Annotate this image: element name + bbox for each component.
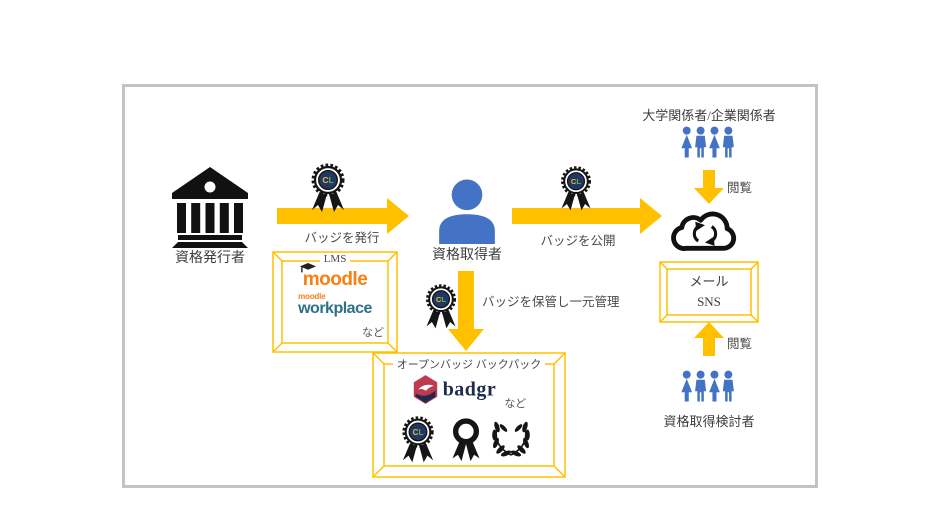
lms-etc-label: など: [362, 327, 384, 339]
channel-mail-label: メール: [689, 274, 729, 289]
backpack-box: オープンバッジ バックパック badgr など: [372, 352, 566, 478]
view-arrow-down: [694, 170, 724, 204]
issue-arrow: [277, 198, 409, 234]
issuer-label: 資格発行者: [175, 251, 245, 266]
award-ribbon-icon: [448, 416, 484, 463]
backpack-etc-label: など: [504, 398, 527, 410]
badgr-logo: badgr など: [372, 374, 566, 410]
backpack-box-title: オープンバッジ バックパック: [392, 359, 546, 371]
channel-box: メール SNS: [659, 261, 759, 323]
person-icon: [439, 179, 495, 244]
view-top-label: 閲覧: [727, 181, 753, 195]
publish-arrow-label: バッジを公開: [540, 234, 616, 248]
cloud-sync-icon: [671, 211, 737, 251]
moodle-logo: moodle: [272, 263, 398, 290]
issue-arrow-label: バッジを発行: [304, 231, 380, 245]
view-arrow-up: [694, 322, 724, 356]
workplace-wordmark: workplace: [298, 300, 372, 317]
badgr-wordmark: badgr: [442, 378, 497, 401]
people-group-icon: [679, 126, 737, 163]
publish-arrow: [512, 198, 662, 234]
viewers-top-label: 大学関係者/企業関係者: [642, 108, 776, 123]
people-group-icon: [679, 370, 737, 407]
moodle-wordmark: moodle: [302, 269, 368, 290]
laurel-wreath-icon: [488, 420, 534, 460]
badgr-hexagon-icon: [413, 375, 437, 404]
moodle-workplace-logo: moodle workplace: [272, 293, 398, 318]
lms-box: LMS moodle moodle workplace など: [272, 251, 398, 353]
channel-sns-label: SNS: [697, 293, 721, 309]
open-badge-cl-icon: [421, 281, 461, 332]
workplace-moodle-small: moodle: [298, 292, 326, 301]
lms-box-title: LMS: [319, 253, 351, 265]
bank-icon: [172, 167, 248, 248]
holder-label: 資格取得者: [432, 248, 502, 263]
store-arrow-label: バッジを保管し一元管理: [482, 295, 620, 309]
graduation-cap-icon: [299, 263, 316, 273]
store-arrow: [448, 271, 484, 351]
open-badge-cl-icon: [306, 160, 350, 216]
view-bottom-label: 閲覧: [727, 337, 753, 351]
viewers-bottom-label: 資格取得検討者: [663, 414, 755, 429]
open-badge-cl-icon: [556, 163, 596, 214]
open-badge-cl-icon: [397, 413, 439, 466]
